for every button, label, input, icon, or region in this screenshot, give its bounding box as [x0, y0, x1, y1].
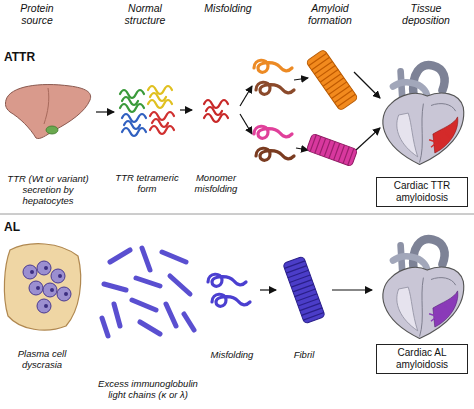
- light-chain: [142, 248, 150, 270]
- misfolded-monomer: [256, 148, 294, 160]
- process-stage: Misfolding: [204, 260, 260, 360]
- amyloid-deposit: [429, 132, 450, 147]
- heart-stage: Cardiac AL amyloidosis: [372, 232, 472, 374]
- misfolded-monomer: [254, 60, 292, 72]
- misfolded-monomers: [254, 60, 294, 160]
- monomer-illustration: [204, 100, 228, 122]
- light-chain: [110, 250, 130, 262]
- fibril-body: [306, 133, 357, 166]
- column-header: Amyloid formation: [294, 2, 366, 26]
- light-chain: [140, 322, 160, 334]
- process-arrow: [96, 111, 114, 112]
- liver-shape: [5, 85, 90, 139]
- liver-illustration: [5, 85, 90, 139]
- ttr-subunit: [120, 90, 144, 112]
- fibril-body: [283, 256, 326, 324]
- light-chains-illustration: [102, 248, 194, 336]
- amyloid-deposit: [429, 306, 450, 321]
- column-header: Tissue deposition: [386, 2, 466, 26]
- amyloid-fibril: [306, 49, 358, 111]
- process-arrow: [180, 109, 192, 110]
- ttr-subunit: [150, 112, 174, 134]
- diagnosis-box: Cardiac AL amyloidosis: [376, 344, 468, 374]
- process-stage: Monomer misfolding: [192, 90, 240, 194]
- fibril-stripes: [309, 53, 356, 107]
- amyloid-deposit: [433, 291, 458, 327]
- process-stage: Excess immunoglobulin light chains (κ or…: [96, 238, 200, 400]
- fibril-stripes: [284, 261, 323, 320]
- tetramer-illustration: [120, 86, 174, 136]
- light-chain: [102, 318, 108, 336]
- process-stage: Plasma cell dyscrasia: [0, 238, 84, 370]
- ttr-subunit: [122, 114, 146, 136]
- row-divider: [0, 214, 474, 215]
- stage-caption: Misfolding: [204, 349, 260, 360]
- light-chain: [184, 314, 194, 330]
- bone-section: [4, 244, 80, 330]
- misfolded-chain: [212, 294, 250, 306]
- process-arrow: [240, 86, 252, 106]
- stage-caption: Fibril: [276, 349, 332, 360]
- fibril-stripes: [310, 135, 354, 166]
- fibril-body: [306, 49, 358, 111]
- light-chain: [162, 252, 186, 262]
- liver-lobe-line: [44, 88, 49, 124]
- process-arrow: [240, 114, 252, 134]
- process-arrow: [356, 128, 380, 150]
- cell-nuclei: [30, 266, 68, 308]
- heart-illustration: [383, 65, 464, 164]
- heart-stage: Cardiac TTR amyloidosis: [372, 55, 472, 207]
- column-header: Normal structure: [110, 2, 180, 26]
- process-arrow: [354, 72, 380, 98]
- gallbladder: [46, 126, 58, 134]
- misfolded-monomer: [256, 82, 294, 94]
- stage-caption: TTR tetrameric form: [114, 172, 180, 194]
- stage-caption: Monomer misfolding: [192, 172, 240, 194]
- process-stage: TTR tetrameric form: [114, 72, 180, 194]
- process-arrow: [260, 289, 276, 290]
- misfolded-monomer: [254, 126, 292, 138]
- heart-illustration: [383, 239, 464, 338]
- stage-caption: Plasma cell dyscrasia: [0, 348, 84, 370]
- diagnosis-box: Cardiac TTR amyloidosis: [376, 177, 468, 207]
- column-header: Misfolding: [196, 2, 260, 14]
- process-arrow: [332, 289, 372, 290]
- amyloid-fibril: [283, 256, 326, 324]
- misfolded-chain: [208, 274, 246, 286]
- process-arrow: [296, 148, 308, 150]
- bone-marrow-illustration: [4, 244, 80, 330]
- ttr-monomer: [204, 100, 228, 122]
- amyloid-deposit: [433, 117, 458, 153]
- light-chain: [104, 284, 126, 290]
- stage-caption: Excess immunoglobulin light chains (κ or…: [96, 378, 200, 400]
- ttr-subunit: [148, 86, 172, 108]
- row-label: ATTR: [4, 50, 64, 64]
- light-chain: [166, 304, 176, 326]
- process-stage: TTR (Wt or variant) secretion by hepatoc…: [0, 70, 96, 206]
- misfolded-light-chains: [208, 274, 250, 306]
- row-label: AL: [4, 220, 64, 234]
- light-chain: [132, 300, 156, 310]
- column-header: Protein source: [6, 2, 68, 26]
- amyloid-fibril: [306, 133, 357, 166]
- heart-body: [383, 65, 464, 164]
- process-stage: Fibril: [276, 250, 332, 360]
- light-chain: [170, 276, 190, 294]
- light-chain: [114, 304, 120, 326]
- heart-body: [383, 239, 464, 338]
- process-arrow: [294, 78, 308, 80]
- stage-caption: TTR (Wt or variant) secretion by hepatoc…: [0, 173, 96, 206]
- light-chain: [136, 278, 160, 286]
